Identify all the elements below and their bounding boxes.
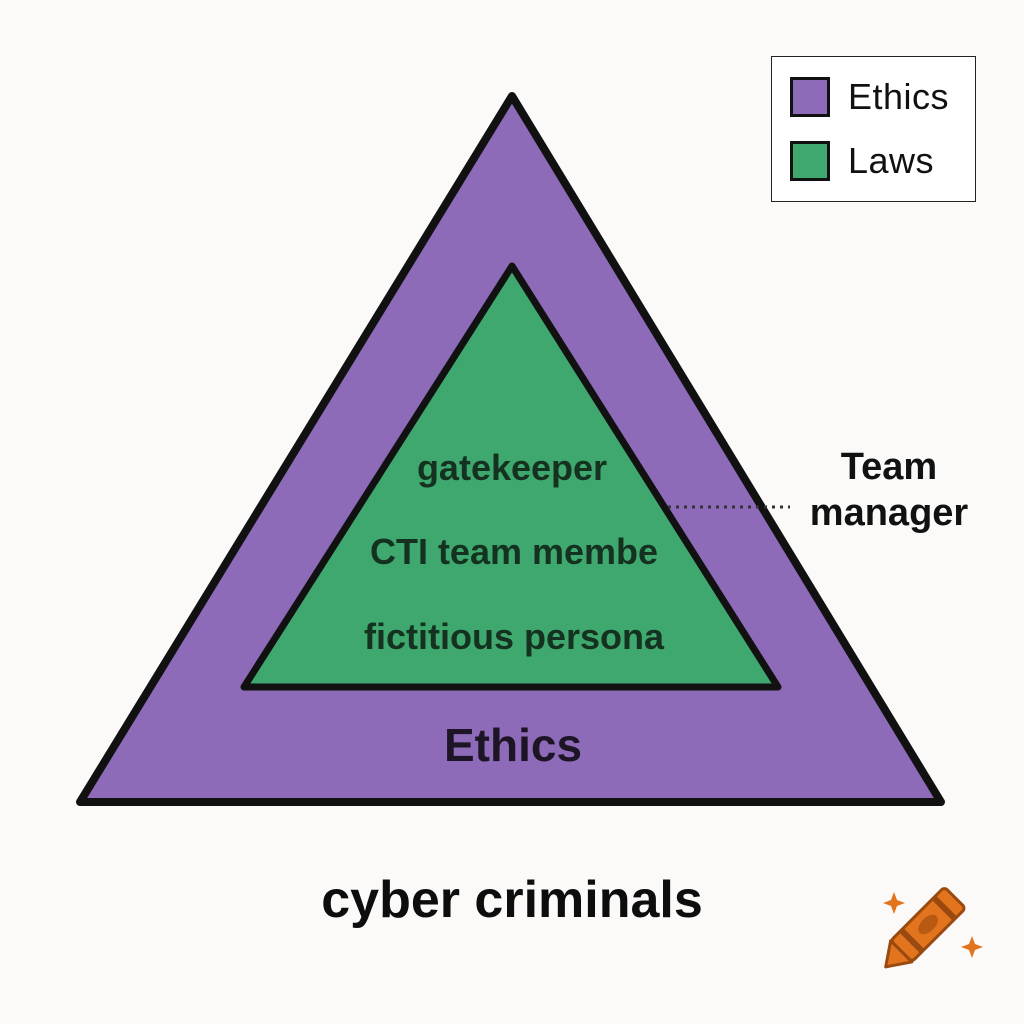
- crayon-icon: [883, 887, 983, 969]
- legend-label: Laws: [848, 140, 935, 181]
- inner-label-fictitious-persona: fictitious persona: [363, 616, 665, 657]
- legend-swatch-ethics: [790, 77, 830, 117]
- inner-label-gatekeeper: gatekeeper: [416, 447, 608, 488]
- side-label-line2: manager: [809, 492, 969, 534]
- legend-item-laws: Laws: [790, 137, 934, 185]
- bottom-label-cyber-criminals: cyber criminals: [321, 871, 703, 929]
- legend-swatch-laws: [790, 141, 830, 181]
- outer-label-ethics: Ethics: [443, 719, 583, 771]
- legend-label: Ethics: [848, 76, 950, 117]
- inner-label-cti-team-member: CTI team membe: [369, 531, 659, 572]
- inner-triangle-laws: [240, 262, 782, 691]
- side-label-line1: Team: [840, 446, 938, 488]
- side-label-team-manager: Team manager: [810, 444, 968, 536]
- legend-item-ethics: Ethics: [790, 73, 949, 121]
- legend: Ethics Laws: [771, 56, 976, 202]
